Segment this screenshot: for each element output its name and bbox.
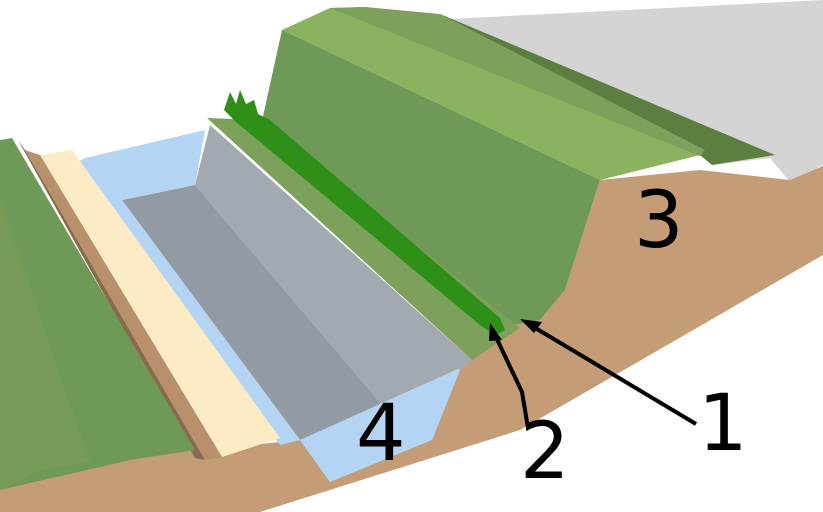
water-surface — [85, 130, 205, 200]
path-edge — [25, 150, 222, 460]
maintenance-path — [40, 150, 280, 457]
pointer-line-1 — [520, 319, 698, 426]
vegetation-strip — [224, 90, 505, 335]
soil-ground — [0, 166, 823, 512]
water-section-pool — [300, 368, 460, 482]
label-1: 1 — [698, 379, 748, 469]
channel-bed — [122, 185, 395, 440]
levee-crown — [282, 7, 700, 180]
label-3: 3 — [634, 176, 684, 266]
channel-slope-grey — [195, 125, 472, 440]
path-edge-dark — [18, 140, 205, 460]
label-4: 4 — [356, 389, 406, 479]
pointer-line-2 — [489, 323, 530, 429]
near-levee-slope-shade — [0, 200, 90, 490]
levee-rear-slope — [330, 7, 705, 156]
levee-berm — [207, 118, 520, 360]
label-2: 2 — [520, 407, 570, 497]
levee-front-slope — [260, 30, 600, 330]
